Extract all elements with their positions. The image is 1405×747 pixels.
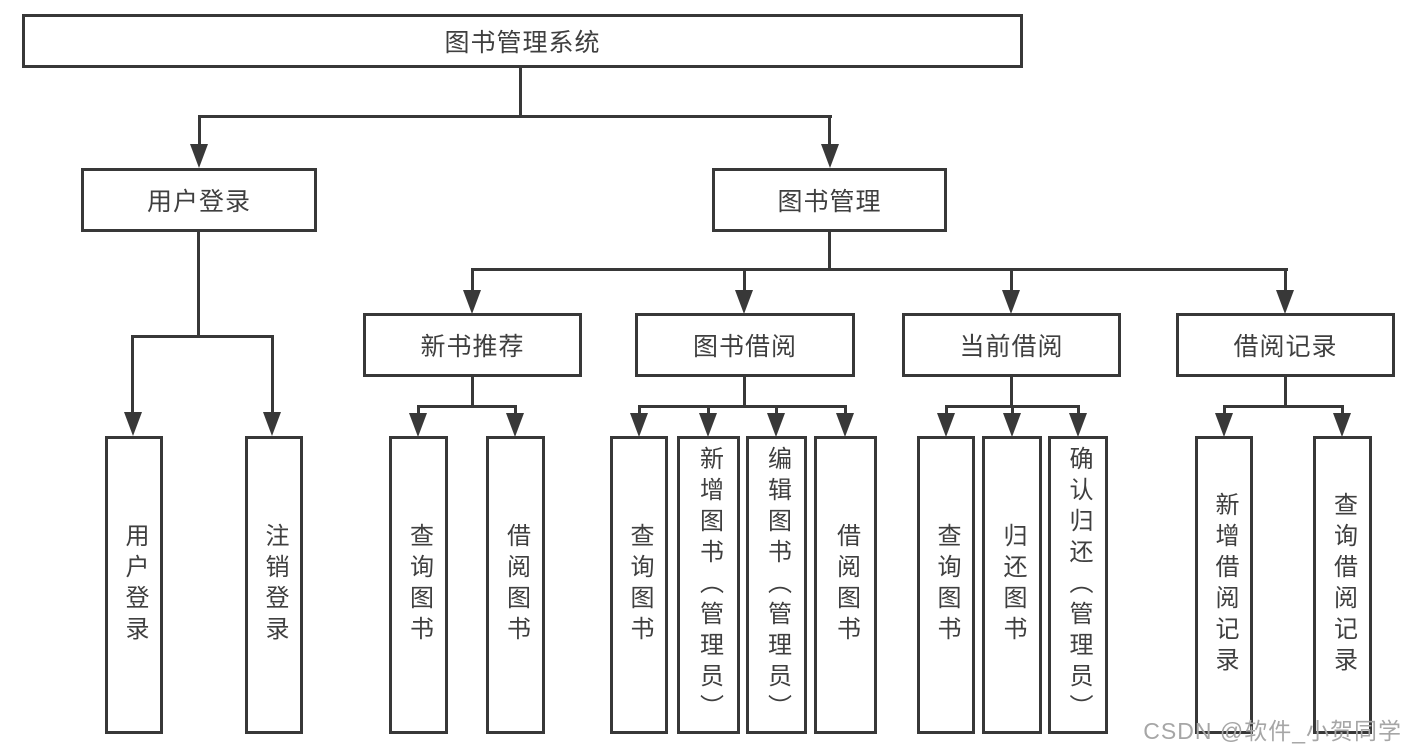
arrowhead-icon — [190, 144, 208, 168]
node-cb-confirm-return-admin: 确认归还（管理员） — [1048, 436, 1108, 734]
arrowhead-icon — [821, 144, 839, 168]
node-bb-add-book-admin: 新增图书（管理员） — [677, 436, 740, 734]
node-br-add-record: 新增借阅记录 — [1195, 436, 1253, 734]
node-cb-confirm-return-admin-label: 确认归还（管理员） — [1065, 445, 1092, 725]
node-book-management-label: 图书管理 — [777, 188, 882, 216]
arrowhead-icon — [836, 413, 854, 437]
arrowhead-icon — [124, 412, 142, 436]
node-user-login: 用户登录 — [81, 168, 317, 232]
arrowhead-icon — [1215, 413, 1233, 437]
connector-line — [828, 232, 831, 270]
node-borrow-records-label: 借阅记录 — [1233, 333, 1338, 361]
node-br-query-record-label: 查询借阅记录 — [1329, 492, 1357, 678]
node-br-add-record-label: 新增借阅记录 — [1211, 492, 1238, 678]
connector-line — [417, 405, 420, 417]
arrowhead-icon — [630, 413, 648, 437]
connector-line — [514, 405, 517, 417]
node-cb-return-book: 归还图书 — [982, 436, 1042, 734]
arrowhead-icon — [1276, 290, 1294, 314]
arrowhead-icon — [463, 290, 481, 314]
node-bb-edit-book-admin: 编辑图书（管理员） — [746, 436, 807, 734]
connector-line — [1011, 405, 1014, 417]
arrowhead-icon — [1003, 413, 1021, 437]
connector-line — [1010, 377, 1013, 407]
connector-line — [743, 268, 746, 292]
arrowhead-icon — [735, 290, 753, 314]
node-login-label: 用户登录 — [121, 523, 148, 647]
arrowhead-icon — [409, 413, 427, 437]
node-cb-query-book-label: 查询图书 — [933, 523, 960, 647]
node-book-borrow: 图书借阅 — [635, 313, 855, 377]
csdn-watermark: CSDN @软件_小贺同学 — [1143, 718, 1402, 744]
connector-line — [945, 405, 948, 417]
connector-line — [828, 115, 831, 147]
arrowhead-icon — [767, 413, 785, 437]
connector-line — [1284, 377, 1287, 407]
connector-line — [417, 405, 517, 408]
connector-line — [198, 115, 832, 118]
connector-line — [197, 232, 200, 337]
connector-line — [271, 335, 274, 414]
node-new-book-recommend: 新书推荐 — [363, 313, 582, 377]
node-bb-query-book: 查询图书 — [610, 436, 668, 734]
connector-line — [131, 335, 134, 414]
connector-line — [1284, 268, 1287, 292]
node-book-management: 图书管理 — [712, 168, 947, 232]
node-nb-query-book: 查询图书 — [389, 436, 448, 734]
node-logout: 注销登录 — [245, 436, 303, 734]
connector-line — [471, 268, 1288, 271]
node-user-login-label: 用户登录 — [146, 188, 251, 216]
connector-line — [844, 405, 847, 417]
connector-line — [132, 335, 274, 338]
connector-line — [519, 65, 522, 117]
node-bb-borrow-book: 借阅图书 — [814, 436, 877, 734]
node-bb-add-book-admin-label: 新增图书（管理员） — [695, 445, 723, 725]
node-br-query-record: 查询借阅记录 — [1313, 436, 1372, 734]
connector-line — [638, 405, 641, 417]
node-root: 图书管理系统 — [22, 14, 1023, 68]
arrowhead-icon — [263, 412, 281, 436]
connector-line — [1223, 405, 1226, 417]
connector-line — [775, 405, 778, 417]
connector-line — [707, 405, 710, 417]
connector-line — [638, 405, 846, 408]
connector-line — [1010, 268, 1013, 292]
connector-line — [1341, 405, 1344, 417]
arrowhead-icon — [699, 413, 717, 437]
node-nb-borrow-book-label: 借阅图书 — [502, 523, 530, 647]
node-logout-label: 注销登录 — [261, 523, 288, 647]
node-cb-query-book: 查询图书 — [917, 436, 975, 734]
node-new-book-recommend-label: 新书推荐 — [420, 333, 525, 361]
node-bb-borrow-book-label: 借阅图书 — [832, 523, 860, 647]
arrowhead-icon — [506, 413, 524, 437]
connector-line — [198, 115, 201, 147]
connector-line — [743, 377, 746, 407]
arrowhead-icon — [937, 413, 955, 437]
connector-line — [1077, 405, 1080, 417]
arrowhead-icon — [1002, 290, 1020, 314]
node-login: 用户登录 — [105, 436, 163, 734]
node-cb-return-book-label: 归还图书 — [999, 523, 1026, 647]
node-bb-edit-book-admin-label: 编辑图书（管理员） — [763, 445, 791, 725]
arrowhead-icon — [1069, 413, 1087, 437]
node-current-borrow: 当前借阅 — [902, 313, 1121, 377]
node-book-borrow-label: 图书借阅 — [692, 333, 797, 361]
node-nb-query-book-label: 查询图书 — [405, 523, 433, 647]
node-root-label: 图书管理系统 — [444, 29, 601, 57]
arrowhead-icon — [1333, 413, 1351, 437]
node-borrow-records: 借阅记录 — [1176, 313, 1395, 377]
node-nb-borrow-book: 借阅图书 — [486, 436, 545, 734]
node-current-borrow-label: 当前借阅 — [959, 333, 1064, 361]
connector-line — [1223, 405, 1344, 408]
connector-line — [471, 377, 474, 407]
connector-line — [471, 268, 474, 292]
node-bb-query-book-label: 查询图书 — [626, 523, 653, 647]
